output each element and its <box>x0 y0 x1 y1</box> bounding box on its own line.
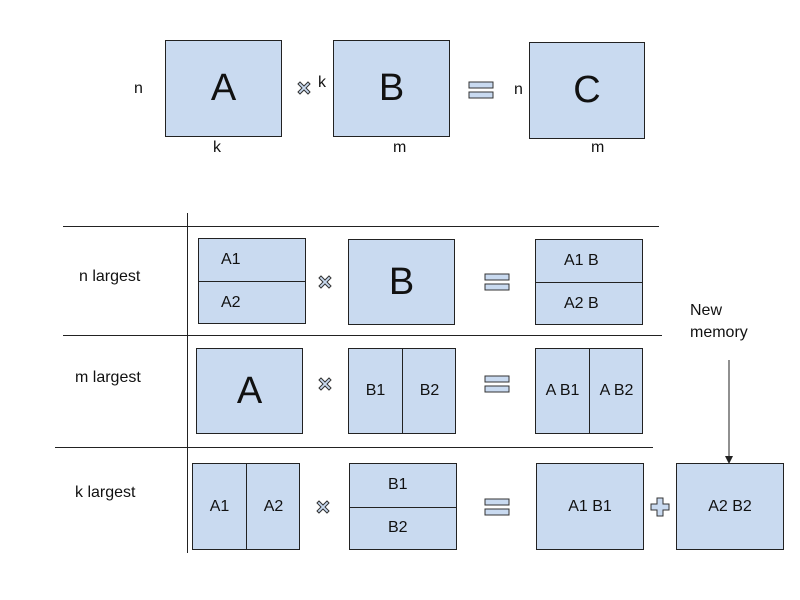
row3-mid-bottom: B2 <box>350 506 456 550</box>
matrix-a: A <box>165 40 282 137</box>
table-top-rule <box>63 226 659 227</box>
row3-left-left: A1 <box>209 497 230 515</box>
annotation-memory: memory <box>690 324 748 341</box>
multiply-icon <box>316 500 330 514</box>
row1-mid-label: B <box>388 260 415 303</box>
row1-mid-block: B <box>348 239 455 325</box>
table-row-divider-1 <box>63 335 662 336</box>
matrix-c-label: C <box>573 69 601 111</box>
row3-mid-top: B1 <box>388 476 408 494</box>
row3-mid-block: B1 B2 <box>349 463 457 550</box>
plus-icon <box>650 497 670 517</box>
row3-extra-label: A2 B2 <box>708 497 752 515</box>
equals-icon <box>484 375 510 393</box>
row1-right-bottom: A2 B <box>536 282 642 324</box>
arrow-down-icon <box>725 360 733 464</box>
table-row-divider-2 <box>55 447 653 448</box>
row3-left-right: A2 <box>246 464 300 549</box>
multiply-icon <box>297 81 311 95</box>
dim-label-a-rows: n <box>134 80 143 97</box>
row2-mid-right: B2 <box>402 349 456 433</box>
matrix-b: B <box>333 40 450 137</box>
row3-left-block: A1 A2 <box>192 463 300 550</box>
row2-right-block: A B1 A B2 <box>535 348 643 434</box>
row1-left-top: A1 <box>221 251 241 268</box>
matrix-a-label: A <box>210 67 237 109</box>
dim-label-c-cols: m <box>591 139 605 156</box>
row3-extra-block: A2 B2 <box>676 463 784 550</box>
row3-right-block: A1 B1 <box>536 463 644 550</box>
dim-label-b-rows: k <box>318 74 326 91</box>
row1-left-block: A1 A2 <box>198 238 306 324</box>
matrix-b-label: B <box>378 67 405 109</box>
matrix-c: C <box>529 42 645 139</box>
equals-icon <box>484 273 510 291</box>
row2-mid-block: B1 B2 <box>348 348 456 434</box>
row-label-k-largest: k largest <box>75 484 136 501</box>
equals-icon <box>468 81 494 99</box>
row-label-m-largest: m largest <box>75 369 141 386</box>
row1-left-bottom: A2 <box>199 281 305 323</box>
multiply-icon <box>318 275 332 289</box>
row2-mid-left: B1 <box>365 382 386 399</box>
row2-right-left: A B1 <box>545 382 580 399</box>
multiply-icon <box>318 377 332 391</box>
dim-label-a-cols: k <box>213 139 221 156</box>
row1-right-top: A1 B <box>564 252 599 269</box>
row2-left-block: A <box>196 348 303 434</box>
row3-right-label: A1 B1 <box>568 497 612 515</box>
row-label-n-largest: n largest <box>79 268 141 285</box>
dim-label-c-rows: n <box>514 81 523 98</box>
dim-label-b-cols: m <box>393 139 407 156</box>
annotation-new: New <box>690 302 723 319</box>
row1-right-block: A1 B A2 B <box>535 239 643 325</box>
row2-right-right: A B2 <box>589 349 643 433</box>
row2-left-label: A <box>236 369 263 412</box>
table-vertical-divider <box>187 213 188 553</box>
equals-icon <box>484 498 510 516</box>
